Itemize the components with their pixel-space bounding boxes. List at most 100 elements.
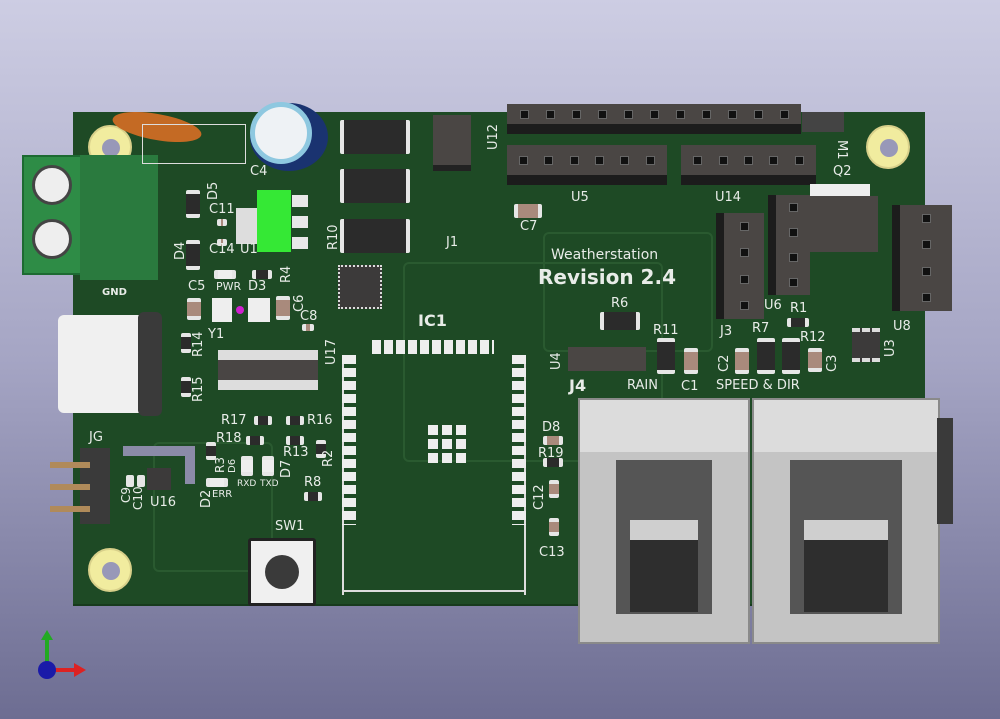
- label-txd: TXD: [260, 479, 279, 489]
- label-d5: D5: [206, 181, 221, 200]
- resistor-r11: [657, 338, 675, 374]
- header-j4: [568, 347, 646, 371]
- pad: [292, 216, 308, 228]
- ic-u17: [218, 350, 318, 390]
- led-err: [206, 478, 228, 487]
- z-axis-dot: [38, 661, 56, 679]
- module-pads-top: [372, 340, 494, 354]
- capacitor-c8: [302, 324, 314, 331]
- led-rxd: [241, 456, 253, 476]
- resistor-r7: [757, 338, 775, 374]
- label-j1: J1: [446, 235, 459, 250]
- module-outline-bottom: [344, 590, 524, 592]
- label-y1: Y1: [208, 327, 225, 342]
- label-ic1: IC1: [418, 311, 447, 330]
- capacitor-c9: [126, 475, 134, 487]
- resistor-r3: [206, 442, 216, 460]
- header-u8: [892, 205, 952, 311]
- label-jg: JG: [89, 430, 103, 445]
- resistor-r4: [252, 270, 272, 279]
- header-pin: [50, 462, 90, 468]
- label-pwr: PWR: [216, 280, 242, 293]
- module-pads-left: [342, 355, 356, 525]
- resistor: [340, 169, 410, 203]
- ic-u3: [852, 328, 880, 362]
- label-c13: C13: [539, 545, 565, 560]
- label-c7: C7: [520, 219, 538, 234]
- label-d3: D3: [248, 279, 267, 294]
- label-rain: RAIN: [627, 378, 658, 393]
- qfn-chip: [338, 265, 382, 309]
- header-pin: [50, 506, 90, 512]
- terminal-block-body: [80, 155, 158, 280]
- label-err: ERR: [212, 489, 233, 500]
- rj-jack-speed-dir[interactable]: [752, 398, 940, 644]
- capacitor-c11: [217, 219, 227, 226]
- header-u6: [768, 195, 810, 295]
- reset-button-sw1[interactable]: [248, 538, 316, 606]
- label-r7: R7: [752, 321, 770, 336]
- label-d7: D7: [279, 459, 294, 478]
- label-r19: R19: [538, 446, 564, 461]
- capacitor-c12: [549, 480, 559, 498]
- rj-jack-rain[interactable]: [578, 398, 750, 644]
- resistor-r16: [286, 416, 304, 425]
- label-rxd: RXD: [237, 479, 257, 489]
- capacitor-c14: [217, 239, 227, 246]
- capacitor-c2: [735, 348, 749, 374]
- label-c1: C1: [681, 379, 699, 394]
- resistor-r13: [286, 436, 304, 445]
- module-pads-right: [512, 355, 526, 525]
- capacitor-top: [250, 102, 312, 164]
- capacitor-c13: [549, 518, 559, 536]
- capacitor-c5: [187, 298, 201, 320]
- header-u5: [507, 145, 667, 185]
- capacitor-c6: [276, 296, 290, 320]
- label-r10: R10: [326, 224, 341, 250]
- x-axis-head: [74, 663, 86, 677]
- label-c11: C11: [209, 202, 235, 217]
- rj-jack-side: [937, 418, 953, 524]
- label-r17: R17: [221, 413, 247, 428]
- label-r8: R8: [304, 475, 322, 490]
- label-j3: J3: [720, 324, 733, 339]
- transistor-q2: [810, 196, 878, 252]
- header-j1: [433, 115, 471, 171]
- label-r14: R14: [191, 331, 206, 357]
- pad: [292, 237, 308, 249]
- resistor-r19: [543, 458, 563, 467]
- label-r11: R11: [653, 323, 679, 338]
- resistor-r14: [181, 333, 191, 353]
- label-r12: R12: [800, 330, 826, 345]
- usb-c-shell: [138, 312, 162, 416]
- inductor-outline: [142, 124, 246, 164]
- capacitor-c10: [137, 475, 145, 487]
- axis-orientation-icon: [38, 630, 86, 679]
- led-pwr: [214, 270, 236, 279]
- resistor-r12: [782, 338, 800, 374]
- resistor-r1: [787, 318, 809, 327]
- diode-d5: [186, 190, 200, 218]
- mounting-hole: [88, 548, 132, 592]
- label-c14: C14: [209, 242, 235, 257]
- header-pin: [50, 484, 90, 490]
- label-r3: R3: [213, 457, 227, 473]
- label-c12: C12: [532, 484, 547, 510]
- header-m1: [802, 112, 844, 132]
- resistor-r2: [316, 440, 326, 458]
- label-r1: R1: [790, 301, 808, 316]
- label-u17: U17: [324, 338, 339, 365]
- label-c10: C10: [131, 486, 145, 510]
- resistor-r17: [254, 416, 272, 425]
- label-u16: U16: [150, 495, 177, 510]
- resistor: [340, 120, 410, 154]
- label-r18: R18: [216, 431, 242, 446]
- label-speed-dir: SPEED & DIR: [716, 378, 800, 393]
- label-d8: D8: [542, 420, 561, 435]
- mounting-hole: [866, 125, 910, 169]
- resistor-r18: [246, 436, 264, 445]
- label-u6: U6: [764, 298, 782, 313]
- label-u1: U1: [240, 242, 258, 257]
- diode-d8: [543, 436, 563, 445]
- label-u8: U8: [893, 319, 911, 334]
